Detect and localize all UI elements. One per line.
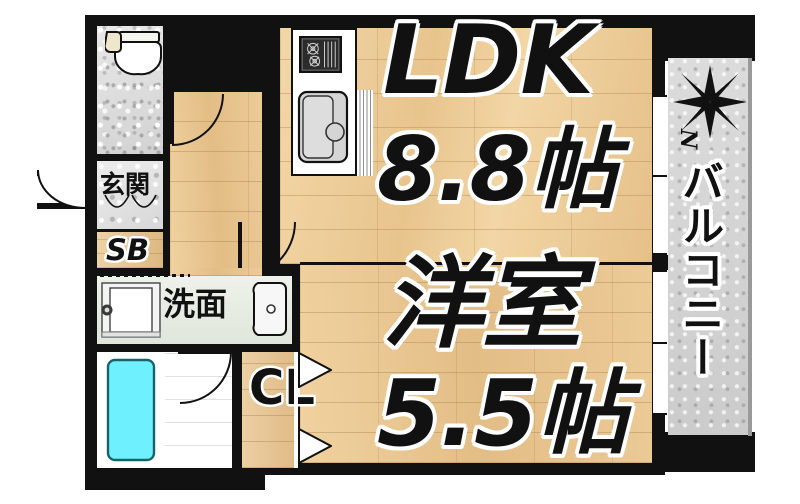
genkan-step-arcs xyxy=(103,193,158,223)
wall-nub-closet xyxy=(232,344,242,472)
toilet-door-leaf xyxy=(170,92,174,144)
shoebox-label: SB xyxy=(106,233,149,267)
room-divider-line xyxy=(300,262,652,265)
window-ldk-divider xyxy=(653,175,667,177)
wall-pier-between-windows xyxy=(648,255,668,270)
room-closet xyxy=(240,352,298,468)
room-genkan xyxy=(97,161,163,229)
entrance-door-jamb-bottom xyxy=(37,203,85,209)
ldk-size-label: 8.8帖 xyxy=(377,118,618,221)
ldk-label: LDK xyxy=(383,6,594,116)
vanity-sink-icon xyxy=(252,280,288,338)
compass-north-label: N xyxy=(675,128,702,150)
toilet-icon xyxy=(103,28,163,78)
closet-bifold-door-bottom xyxy=(298,427,334,465)
room-western xyxy=(300,264,652,463)
wall-top-balcony xyxy=(665,15,755,61)
washroom-top-dash xyxy=(100,274,190,277)
washing-machine-pan-icon xyxy=(101,282,161,338)
genkan-label: 玄関 xyxy=(100,170,151,199)
hallway-lower xyxy=(170,268,262,276)
washroom-label: 洗面 xyxy=(163,285,228,323)
wall-bottom-balcony xyxy=(665,432,755,472)
gas-stove-icon xyxy=(299,36,342,73)
kitchen-sink-icon xyxy=(297,90,349,164)
closet-label: CL xyxy=(249,360,315,416)
ldk-door-leaf xyxy=(238,222,242,278)
room-shoebox xyxy=(97,232,163,268)
compass-rose-icon xyxy=(670,62,750,142)
western-room-size-label: 5.5帖 xyxy=(377,360,629,467)
bathroom-door-leaf xyxy=(178,350,232,354)
western-room-label: 洋室 xyxy=(383,245,582,362)
balcony-rail xyxy=(748,58,752,436)
kitchen-counter-hatch xyxy=(357,90,373,176)
closet-bifold-door-top xyxy=(298,351,334,389)
balcony-label: バルコニー xyxy=(675,160,725,380)
bathtub-icon xyxy=(106,358,156,462)
closet-door-track xyxy=(294,352,298,468)
window-washitsu-divider xyxy=(653,342,667,344)
room-balcony xyxy=(668,58,748,435)
